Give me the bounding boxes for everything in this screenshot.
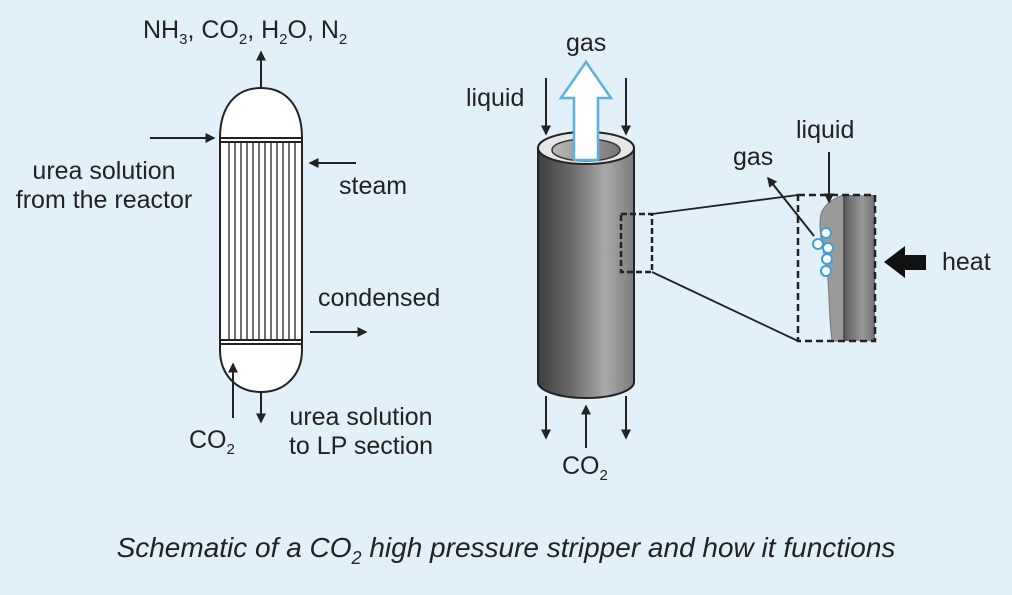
falling-film-tube — [537, 131, 635, 399]
liquid-detail-label: liquid — [796, 116, 855, 144]
detail-source-box — [619, 212, 654, 274]
gas-outlet-arrow — [558, 59, 614, 162]
liquid-top-label: liquid — [466, 84, 525, 112]
urea-inlet-label: urea solution from the reactor — [15, 157, 193, 214]
heat-label: heat — [942, 248, 991, 276]
zoom-line-top — [651, 194, 799, 215]
top-outputs-label: NH3, CO2, H2O, N2 — [143, 16, 348, 48]
heat-arrow — [884, 246, 926, 278]
gas-top-label: gas — [566, 29, 607, 57]
steam-label: steam — [339, 172, 408, 200]
co2-left-label: CO2 — [189, 426, 235, 458]
urea-outlet-label: urea solution to LP section — [288, 403, 434, 460]
condensed-label: condensed — [318, 284, 441, 312]
figure-caption: Schematic of a CO2 high pressure strippe… — [116, 532, 896, 568]
detail-view — [796, 193, 877, 343]
gas-detail-label: gas — [733, 143, 774, 171]
stripper-vessel — [219, 86, 303, 394]
gas-bubbles — [812, 227, 834, 277]
gas-detail-arrow — [767, 176, 815, 237]
co2-bottom-label: CO2 — [562, 452, 608, 484]
zoom-line-bottom — [651, 271, 799, 342]
stripper-tubes — [228, 142, 296, 340]
